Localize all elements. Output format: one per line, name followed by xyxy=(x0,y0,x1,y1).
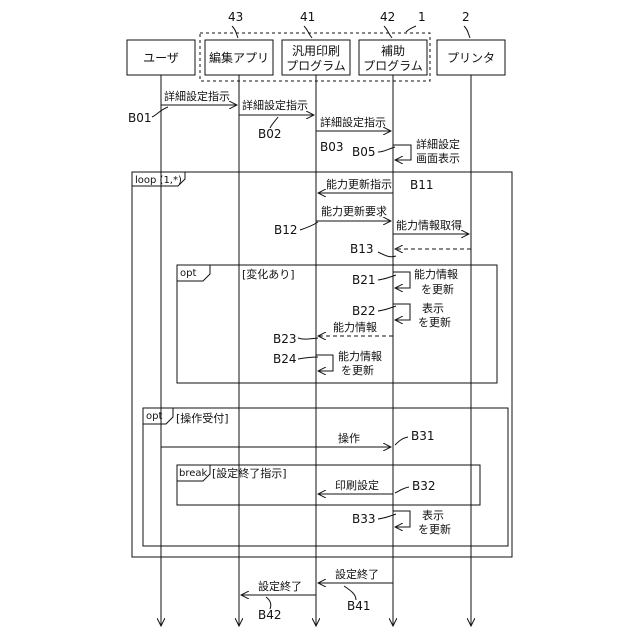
leader-42 xyxy=(384,26,392,38)
message-b21 xyxy=(393,272,410,288)
leader-b23 xyxy=(298,338,318,339)
message-label-b13: 能力情報取得 xyxy=(396,218,462,232)
message-label-b21-2: を更新 xyxy=(421,282,454,296)
leader-43 xyxy=(232,26,238,38)
leader-1 xyxy=(406,26,416,32)
opt-fragment-operation-label: opt xyxy=(146,411,162,422)
step-label-b01: B01 xyxy=(128,111,152,125)
step-label-b32: B32 xyxy=(412,479,436,493)
ref-num-43: 43 xyxy=(228,10,243,24)
message-b05 xyxy=(393,145,411,160)
message-label-b11: 能力更新指示 xyxy=(326,177,392,191)
lifeline-label-editor-app: 編集アプリ xyxy=(209,50,269,65)
message-label-b32: 印刷設定 xyxy=(335,478,379,492)
opt-fragment-change-guard: [変化あり] xyxy=(242,267,295,281)
message-label-b41: 設定終了 xyxy=(335,567,379,581)
step-label-b33: B33 xyxy=(352,512,376,526)
ref-num-42: 42 xyxy=(380,10,395,24)
leader-b01 xyxy=(152,107,168,117)
lifeline-label-printer: プリンタ xyxy=(447,51,495,65)
step-label-b42: B42 xyxy=(258,608,282,622)
lifeline-label-aux-program-2: プログラム xyxy=(363,59,423,73)
message-label-b02: 詳細設定指示 xyxy=(242,98,308,112)
step-label-b02: B02 xyxy=(258,127,282,141)
lifeline-label-general-print-1: 汎用印刷 xyxy=(292,44,340,58)
ref-num-2: 2 xyxy=(462,10,470,24)
leader-b24 xyxy=(298,357,318,359)
message-label-b31: 操作 xyxy=(338,431,360,445)
message-label-b03: 詳細設定指示 xyxy=(320,115,386,129)
step-label-b11: B11 xyxy=(410,178,434,192)
leader-b41 xyxy=(344,586,356,600)
message-b24 xyxy=(316,355,333,371)
message-label-b33-1: 表示 xyxy=(422,508,444,522)
step-label-b22: B22 xyxy=(352,304,376,318)
opt-fragment-operation-guard: [操作受付] xyxy=(176,411,229,425)
leader-b05 xyxy=(378,147,395,152)
step-label-b21: B21 xyxy=(352,273,376,287)
lifeline-label-aux-program-1: 補助 xyxy=(381,44,405,58)
message-label-b22-1: 表示 xyxy=(422,301,444,315)
message-b33 xyxy=(393,511,410,527)
leader-b31 xyxy=(395,437,408,445)
message-label-b12: 能力更新要求 xyxy=(321,204,387,218)
ref-num-1: 1 xyxy=(418,10,426,24)
leader-b32 xyxy=(395,487,409,493)
step-label-b12: B12 xyxy=(274,223,298,237)
step-label-b41: B41 xyxy=(347,599,371,613)
message-label-b24-2: を更新 xyxy=(341,363,374,377)
lifeline-label-general-print-2: プログラム xyxy=(286,59,346,73)
message-label-b05-1: 詳細設定 xyxy=(416,137,460,151)
message-label-b23: 能力情報 xyxy=(333,320,377,334)
break-fragment-guard: [設定終了指示] xyxy=(212,466,287,480)
loop-fragment-label: loop (1,*) xyxy=(135,175,182,186)
opt-fragment-change-label: opt xyxy=(180,268,196,279)
message-label-b05-2: 画面表示 xyxy=(416,151,460,165)
message-label-b22-2: を更新 xyxy=(418,315,451,329)
step-label-b24: B24 xyxy=(273,352,297,366)
step-label-b23: B23 xyxy=(273,332,297,346)
leader-b12 xyxy=(300,222,318,230)
step-label-b31: B31 xyxy=(411,429,435,443)
step-label-b03: B03 xyxy=(320,140,344,154)
message-label-b42: 設定終了 xyxy=(258,579,302,593)
leader-2 xyxy=(464,26,470,38)
lifeline-label-user: ユーザ xyxy=(143,51,179,65)
message-label-b01: 詳細設定指示 xyxy=(164,89,230,103)
leader-41 xyxy=(304,26,312,38)
message-label-b24-1: 能力情報 xyxy=(338,349,382,363)
step-label-b13: B13 xyxy=(350,242,374,256)
step-label-b05: B05 xyxy=(352,145,376,159)
ref-num-41: 41 xyxy=(300,10,315,24)
message-label-b21-1: 能力情報 xyxy=(414,267,458,281)
message-label-b33-2: を更新 xyxy=(418,522,451,536)
break-fragment-label: break xyxy=(179,468,208,479)
